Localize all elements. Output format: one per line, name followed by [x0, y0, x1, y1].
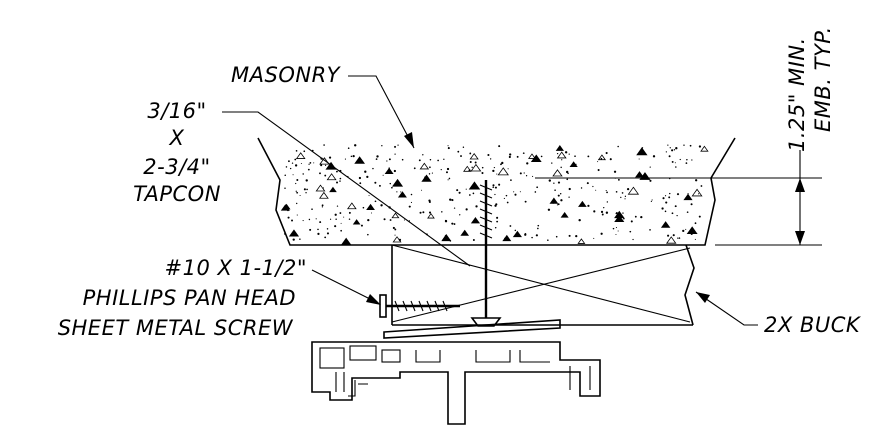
tapcon-screw	[470, 180, 502, 327]
tapcon-label-size: 3/16"	[147, 99, 206, 123]
tapcon-label-type: TAPCON	[133, 182, 221, 206]
wood-buck	[391, 244, 695, 326]
masonry-block	[257, 137, 736, 246]
embedment-dimension	[535, 150, 822, 246]
sheet-metal-screw-label: #10 X 1-1/2" PHILLIPS PAN HEAD SHEET MET…	[58, 256, 307, 340]
embedment-label-typ: EMB. TYP.	[811, 26, 835, 132]
screw-label-size: #10 X 1-1/2"	[165, 256, 307, 280]
embedment-label: 1.25" MIN. EMB. TYP.	[785, 26, 835, 152]
screw-label-type: SHEET METAL SCREW	[58, 316, 294, 340]
screw-label-head: PHILLIPS PAN HEAD	[83, 286, 296, 310]
tapcon-label: 3/16" X 2-3/4" TAPCON	[133, 99, 221, 206]
tapcon-label-length: 2-3/4"	[143, 155, 210, 179]
embedment-label-min: 1.25" MIN.	[785, 37, 809, 152]
buck-label: 2X BUCK	[764, 313, 862, 337]
sheet-metal-screw	[379, 294, 460, 318]
masonry-aggregate-speckle	[280, 144, 709, 246]
tapcon-label-x: X	[169, 126, 185, 150]
window-frame-extrusion	[311, 319, 601, 425]
masonry-label: MASONRY	[231, 63, 342, 87]
leader-lines	[222, 75, 758, 326]
